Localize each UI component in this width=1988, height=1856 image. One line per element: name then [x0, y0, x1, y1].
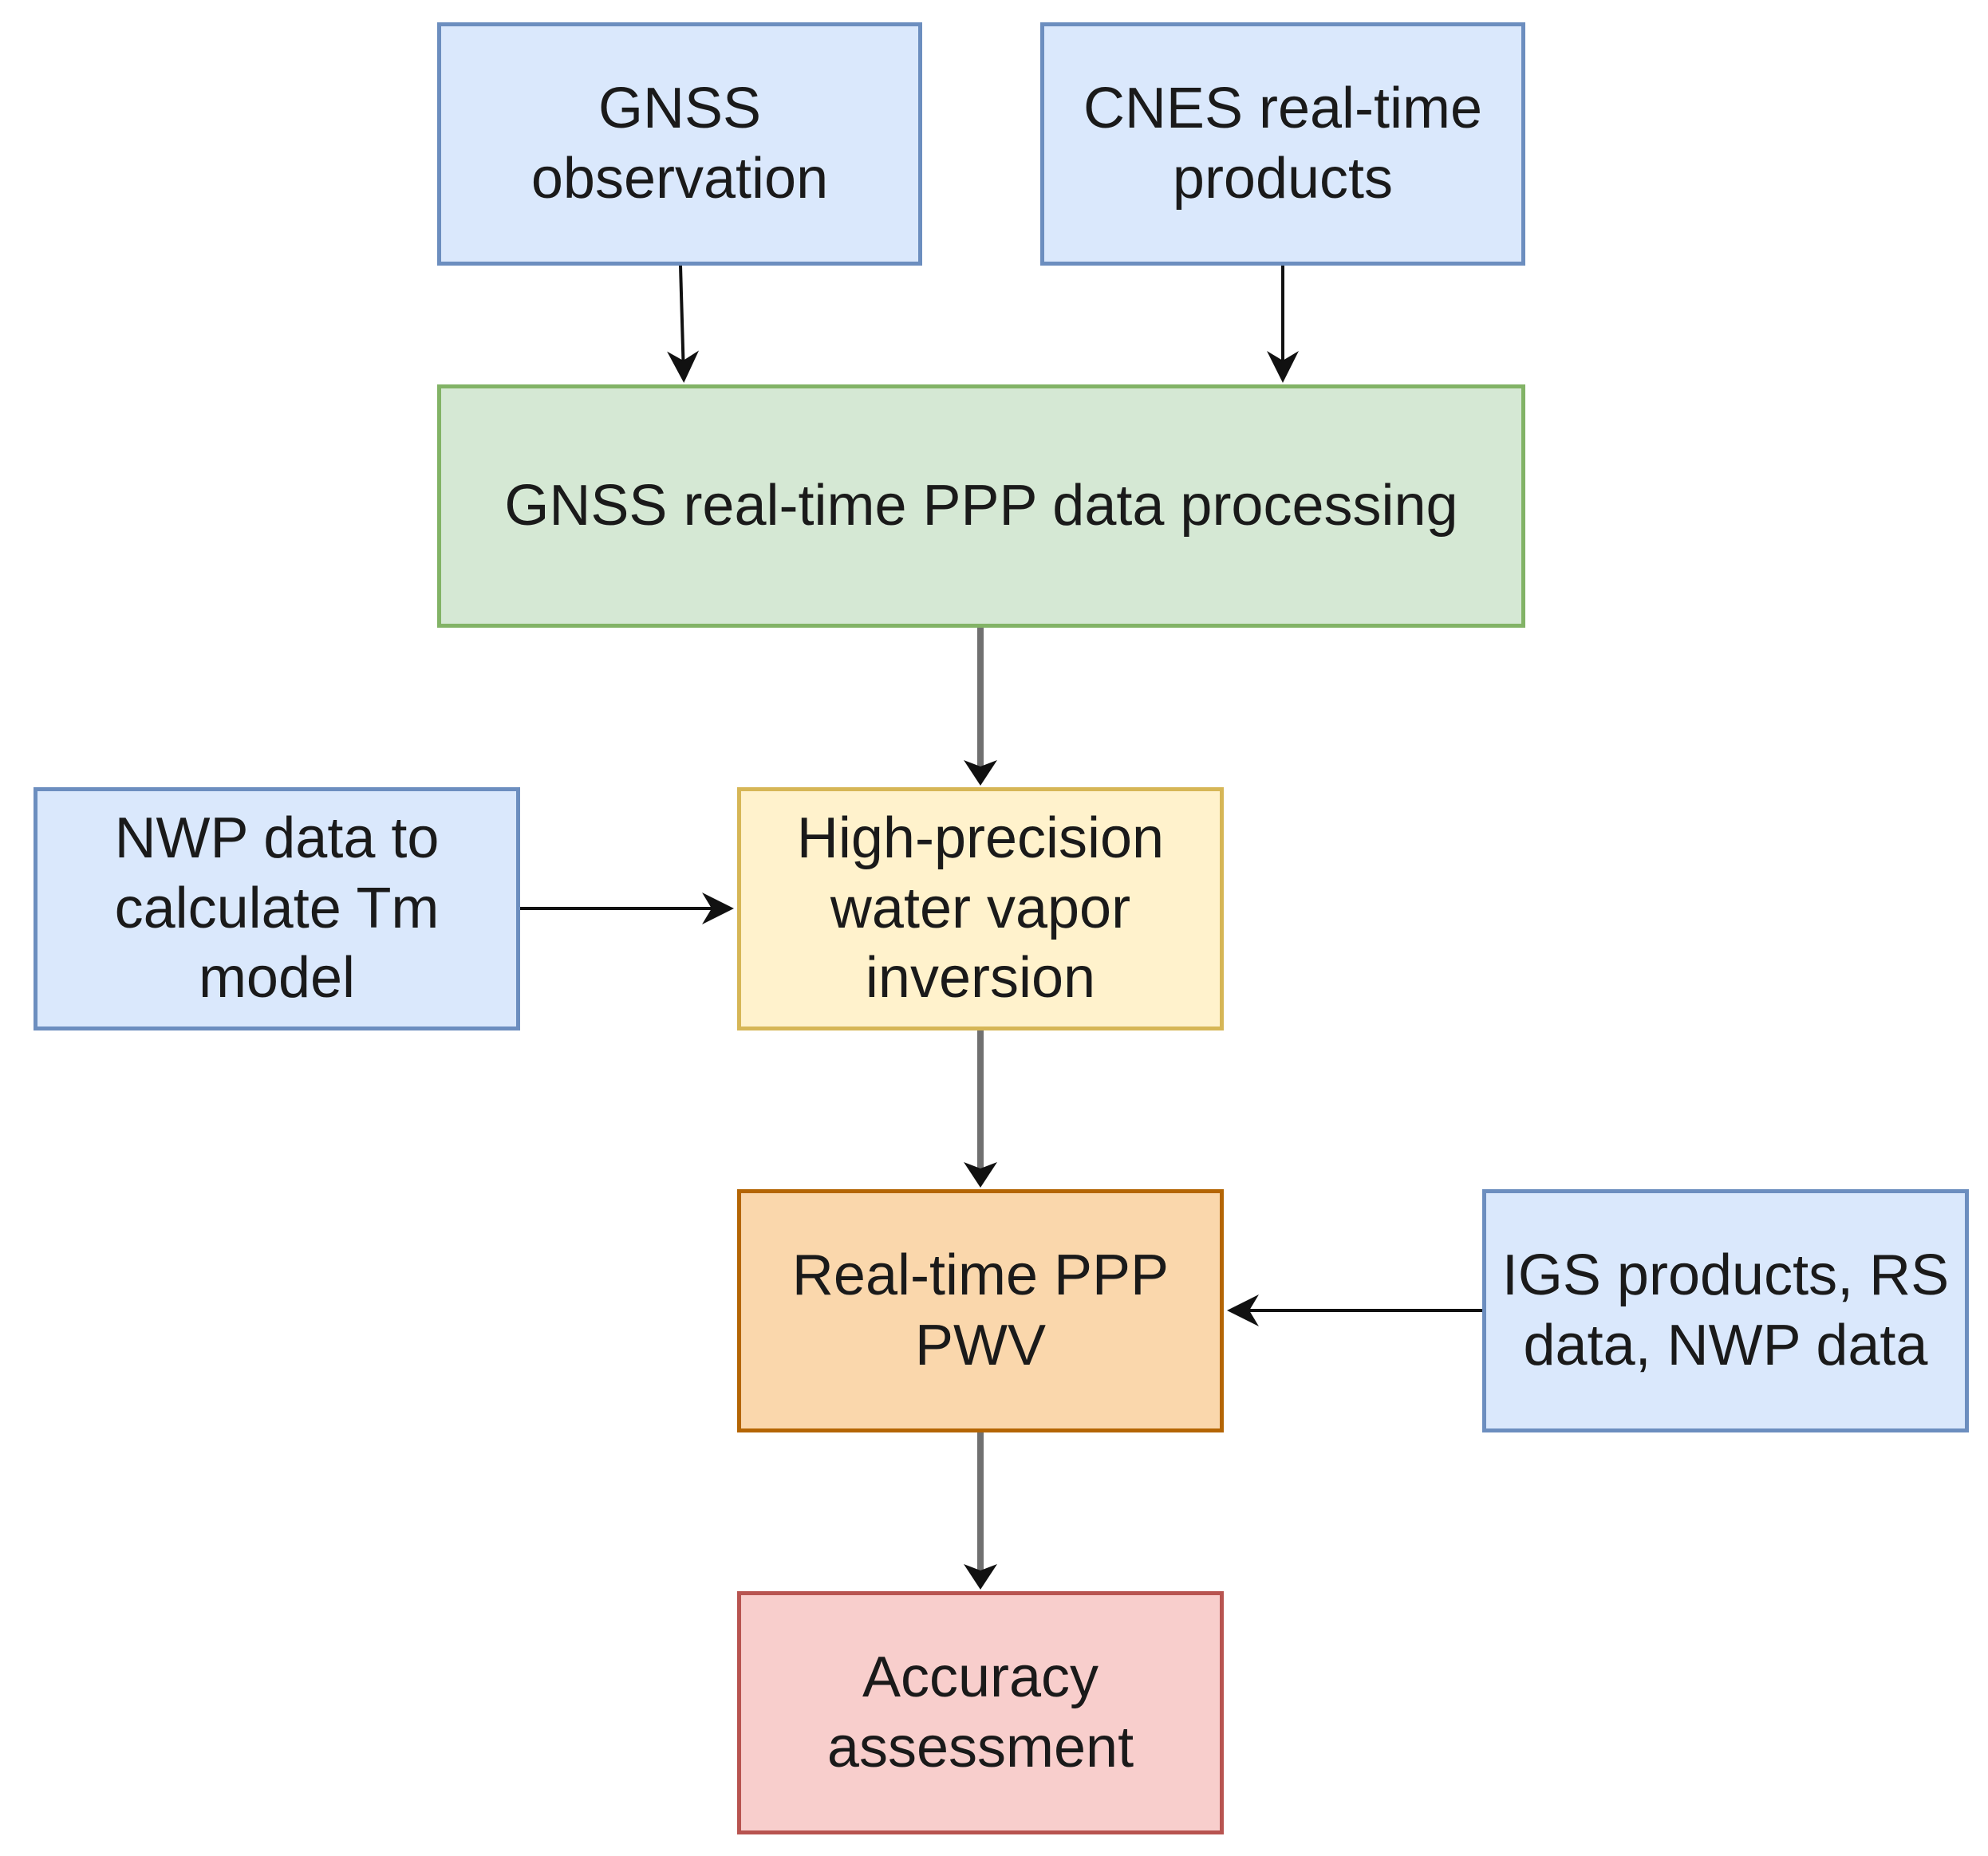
node-high-precision-inversion-label: High-precision water vapor inversion: [796, 806, 1165, 1011]
node-ppp-processing-label: GNSS real-time PPP data processing: [504, 473, 1458, 538]
node-cnes-products: CNES real-time products: [1040, 22, 1525, 266]
node-cnes-products-label: CNES real-time products: [1083, 76, 1483, 211]
node-gnss-observation: GNSS observation: [437, 22, 922, 266]
node-igs-rs-nwp-label: IGS products, RS data, NWP data: [1501, 1243, 1950, 1377]
edge-gnss-obs-to-ppp: [667, 265, 700, 383]
node-accuracy-assessment: Accuracy assessment: [737, 1591, 1224, 1834]
node-ppp-processing: GNSS real-time PPP data processing: [437, 384, 1525, 628]
edge-inversion-to-pwv-arrowhead: [964, 1162, 997, 1188]
edge-pwv-to-accuracy-arrowhead: [964, 1564, 997, 1590]
node-realtime-ppp-pwv-label: Real-time PPP PWV: [791, 1243, 1170, 1377]
node-high-precision-inversion: High-precision water vapor inversion: [737, 787, 1224, 1030]
edge-ppp-to-inversion-arrowhead: [964, 760, 997, 786]
node-realtime-ppp-pwv: Real-time PPP PWV: [737, 1189, 1224, 1432]
node-nwp-tm-model: NWP data to calculate Tm model: [34, 787, 520, 1030]
node-igs-rs-nwp: IGS products, RS data, NWP data: [1482, 1189, 1969, 1432]
node-nwp-tm-model-label: NWP data to calculate Tm model: [114, 806, 440, 1011]
node-accuracy-assessment-label: Accuracy assessment: [826, 1645, 1134, 1779]
node-gnss-observation-label: GNSS observation: [531, 76, 829, 211]
